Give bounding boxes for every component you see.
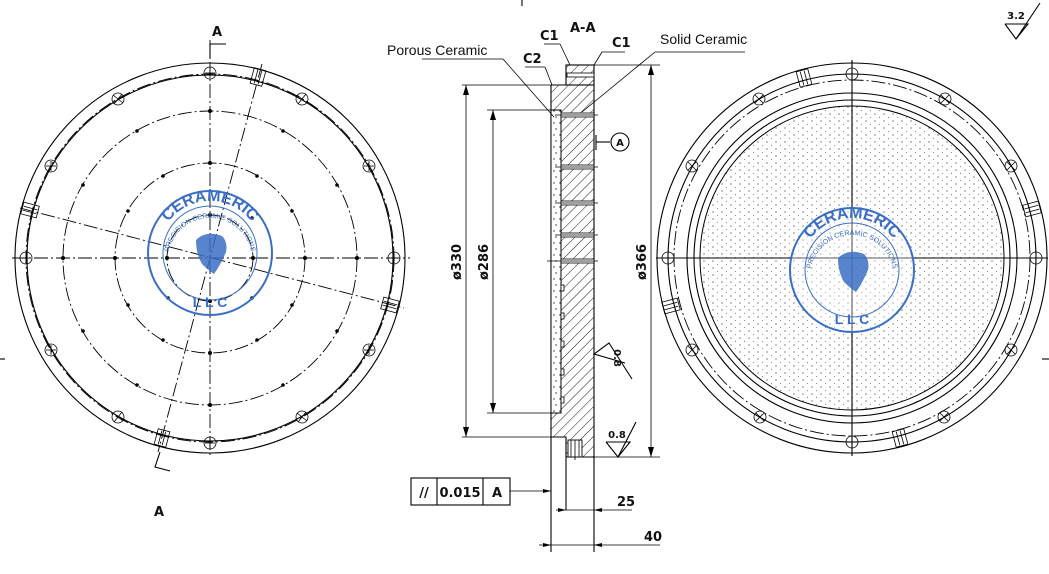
parallelism-icon: // (419, 486, 429, 501)
finish-general: 3.2 (1007, 11, 1025, 22)
eagle-icon (196, 233, 227, 274)
company-stamp-right: CERAMERIC PRECISION CERAMIC SOLUTIONS L … (789, 205, 915, 333)
callout-c1-left: C1 (540, 29, 559, 44)
section-marker-top: A (212, 25, 222, 40)
dim-thickness-40: 40 (644, 530, 662, 545)
dim-dia-330: ø330 (450, 244, 465, 280)
stamp-llc-text: L L C (193, 294, 228, 310)
section-marker-bottom: A (154, 505, 164, 520)
vacuum-holes (61, 109, 359, 407)
bolt-holes (19, 66, 401, 450)
finish-bottom: 0.8 (608, 430, 626, 441)
general-surface-finish: 3.2 (1004, 2, 1041, 40)
dim-thickness-25: 25 (617, 495, 635, 510)
section-bolt-holes (547, 72, 598, 264)
callout-solid-ceramic: Solid Ceramic (660, 31, 747, 47)
finish-side: 0.8 (611, 349, 622, 367)
right-bolt-holes (661, 67, 1043, 449)
dim-dia-286: ø286 (477, 244, 492, 280)
right-threaded-inserts (661, 68, 1042, 448)
callout-c2: C2 (523, 52, 542, 67)
section-view: ø330 ø286 ø366 25 40 A 0.8 0.8 P (387, 0, 747, 552)
left-plan-view: A A CERAMERIC PRECISION CERAMIC SOLUTION… (0, 25, 410, 520)
dim-dia-366: ø366 (635, 244, 650, 280)
tolerance-value: 0.015 (439, 486, 480, 501)
datum-a-label: A (616, 138, 624, 149)
eagle-icon (838, 251, 869, 292)
tolerance-datum: A (492, 486, 502, 501)
threaded-inserts (20, 67, 400, 448)
callout-porous-ceramic: Porous Ceramic (387, 42, 487, 58)
right-plan-view: CERAMERIC PRECISION CERAMIC SOLUTIONS L … (656, 60, 1049, 456)
callout-c1-right: C1 (612, 36, 631, 51)
stamp-llc-text: L L C (835, 311, 870, 327)
section-title: A-A (570, 21, 596, 36)
geometric-tolerance-frame: // 0.015 A (410, 477, 551, 506)
